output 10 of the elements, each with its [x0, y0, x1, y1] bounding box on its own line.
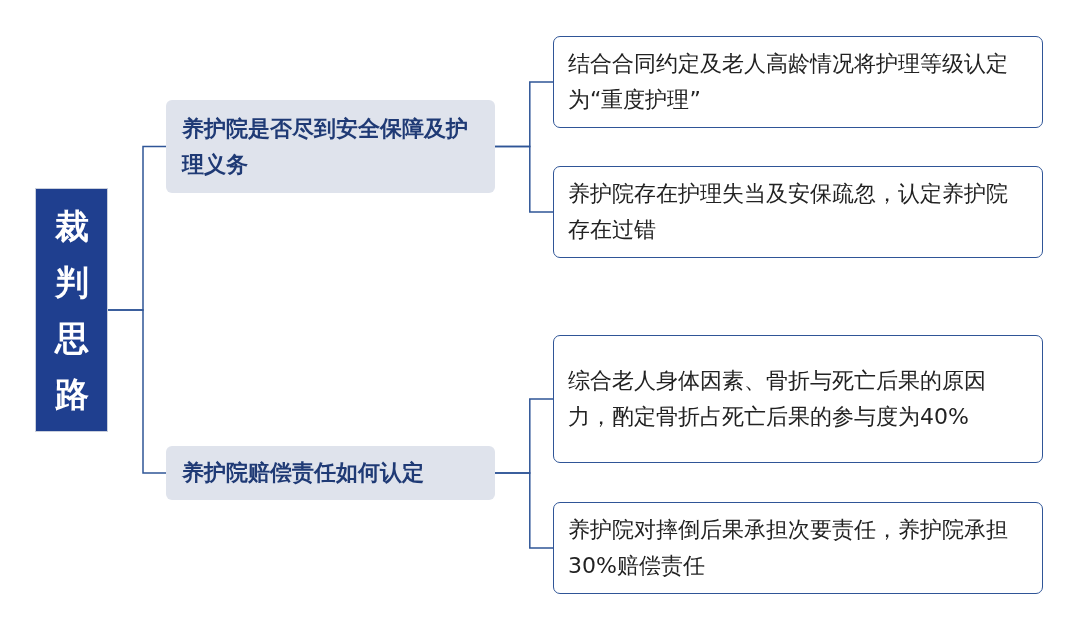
connector-line [107, 309, 167, 474]
connector-line [494, 145, 554, 213]
point-box: 养护院存在护理失当及安保疏忽，认定养护院存在过错 [553, 166, 1043, 258]
topic-box: 养护院是否尽到安全保障及护理义务 [166, 100, 495, 193]
point-box: 养护院对摔倒后果承担次要责任，养护院承担30%赔偿责任 [553, 502, 1043, 594]
point-box: 结合合同约定及老人高龄情况将护理等级认定为“重度护理” [553, 36, 1043, 128]
point-box: 综合老人身体因素、骨折与死亡后果的原因力，酌定骨折占死亡后果的参与度为40% [553, 335, 1043, 463]
connector-line [494, 472, 554, 549]
topic-box: 养护院赔偿责任如何认定 [166, 446, 495, 500]
title-box: 裁判思路 [35, 188, 108, 432]
